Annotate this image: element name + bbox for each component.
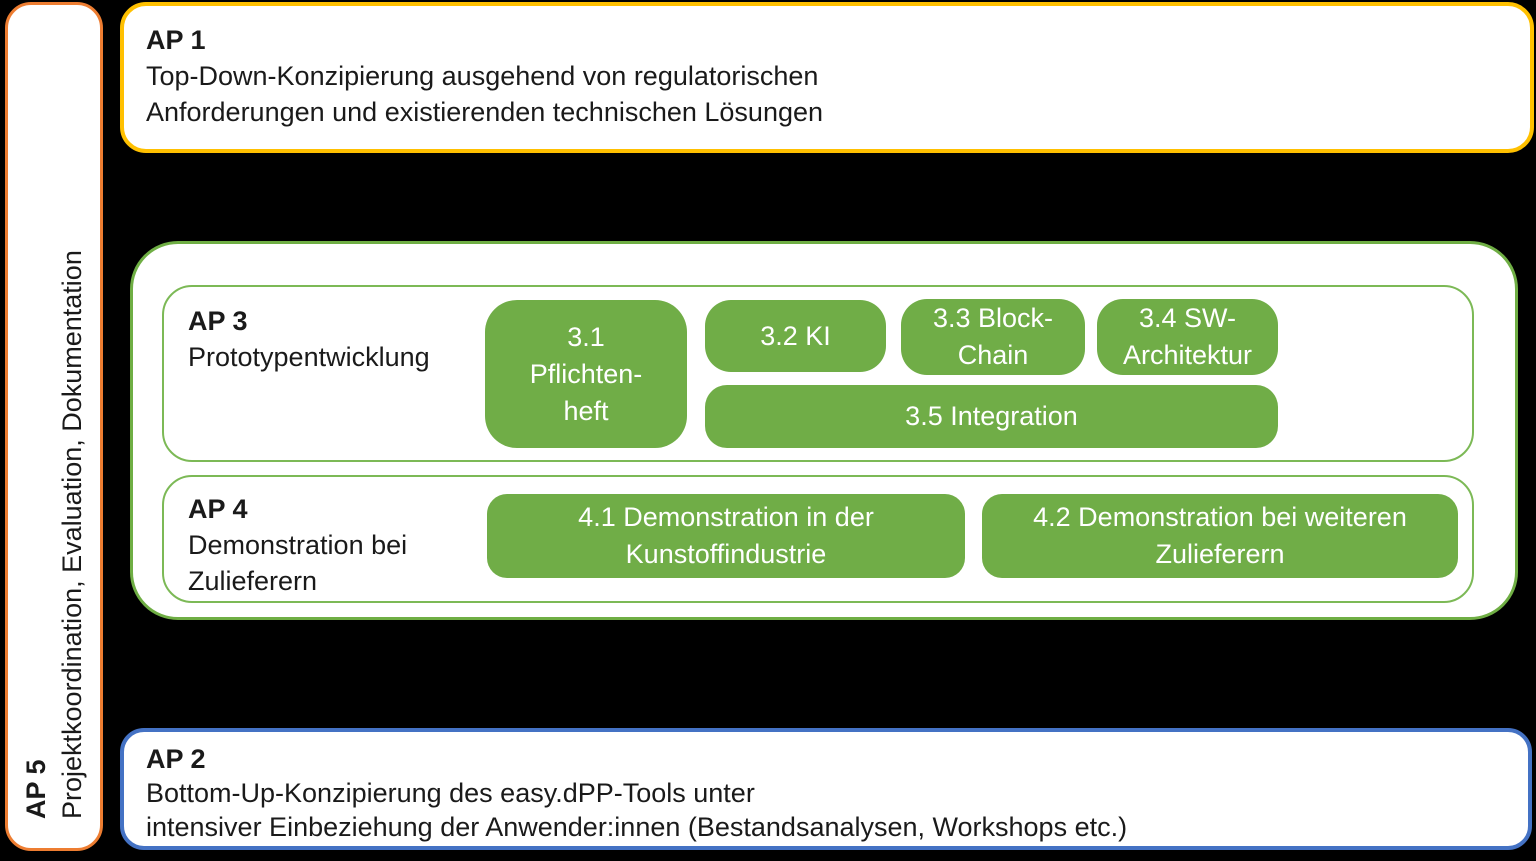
ap5-bar: AP 5 Projektkoordination, Evaluation, Do…: [5, 2, 103, 851]
task-label-line: heft: [563, 395, 609, 426]
task-label-line: Architektur: [1122, 340, 1253, 370]
ap5-subtitle: Projektkoordination, Evaluation, Dokumen…: [57, 250, 87, 819]
task-label-line: 3.2 KI: [760, 320, 831, 351]
ap4-subtitle-line: Zulieferern: [188, 566, 318, 596]
ap4-title: AP 4: [188, 494, 248, 524]
task-label-line: 3.4 SW-: [1138, 303, 1237, 333]
task-3-5-integration: 3.5 Integration: [705, 385, 1278, 448]
task-label-line: 4.2 Demonstration bei weiteren: [1033, 502, 1407, 532]
task-3-3-blockchain: 3.3 Block- Chain: [901, 299, 1085, 375]
ap3-subtitle: Prototypentwicklung: [188, 342, 430, 372]
task-4-1-demonstration-kunstoffindustrie: 4.1 Demonstration in der Kunstoffindustr…: [487, 494, 965, 578]
task-3-2-ki: 3.2 KI: [705, 300, 886, 372]
ap2-description-line: Bottom-Up-Konzipierung des easy.dPP-Tool…: [146, 778, 755, 808]
ap1-title: AP 1: [146, 25, 206, 55]
task-label-line: Pflichten-: [529, 358, 643, 389]
ap1-description-line: Top-Down-Konzipierung ausgehend von regu…: [146, 61, 819, 91]
ap5-rotated-text: AP 5 Projektkoordination, Evaluation, Do…: [8, 5, 98, 841]
task-4-2-demonstration-zulieferer: 4.2 Demonstration bei weiteren Zuliefere…: [982, 494, 1458, 578]
ap1-box: AP 1 Top-Down-Konzipierung ausgehend von…: [120, 2, 1534, 153]
task-3-4-sw-architektur: 3.4 SW- Architektur: [1097, 299, 1278, 375]
ap4-subtitle-line: Demonstration bei: [188, 530, 408, 560]
task-label-line: Kunstoffindustrie: [625, 539, 827, 569]
task-label-line: 3.5 Integration: [905, 401, 1078, 431]
ap1-description-line: Anforderungen und existierenden technisc…: [146, 97, 824, 127]
ap2-title: AP 2: [146, 744, 206, 774]
ap2-box: AP 2 Bottom-Up-Konzipierung des easy.dPP…: [120, 728, 1532, 850]
ap5-title: AP 5: [21, 759, 51, 819]
ap3-title: AP 3: [188, 306, 248, 336]
task-label-line: Zulieferern: [1155, 539, 1285, 569]
task-label-line: 4.1 Demonstration in der: [578, 502, 874, 532]
task-label-line: Chain: [957, 340, 1029, 370]
task-label-line: 3.3 Block-: [932, 303, 1054, 333]
task-3-1-pflichtenheft: 3.1 Pflichten- heft: [485, 300, 687, 448]
task-label-line: 3.1: [567, 321, 605, 352]
ap2-description-line: intensiver Einbeziehung der Anwender:inn…: [146, 812, 1128, 842]
